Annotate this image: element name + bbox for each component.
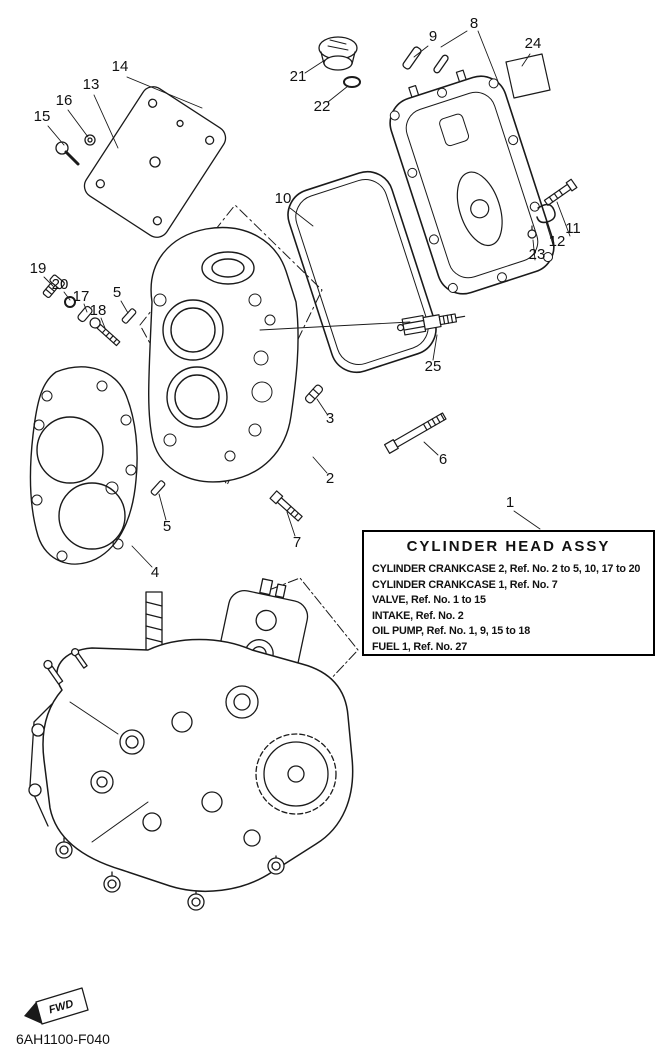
o-ring-20-drawing — [65, 297, 75, 307]
callout-6: 6 — [439, 451, 447, 468]
clamp-12-drawing — [537, 204, 555, 222]
callout-20: 20 — [52, 276, 69, 293]
info-box-title: CYLINDER HEAD ASSY — [406, 538, 611, 555]
washer-16-drawing — [85, 135, 95, 145]
info-box-line: CYLINDER CRANKCASE 2, Ref. No. 2 to 5, 1… — [372, 563, 641, 575]
bolt-6-drawing — [385, 412, 447, 454]
cylinder-head-drawing — [149, 228, 298, 482]
callout-19: 19 — [30, 260, 47, 277]
fwd-flag: FWD — [24, 988, 88, 1024]
callout-21: 21 — [290, 68, 307, 85]
callout-23: 23 — [529, 246, 546, 263]
info-box-line: VALVE, Ref. No. 1 to 15 — [372, 594, 486, 606]
callout-17: 17 — [73, 288, 90, 305]
info-box: CYLINDER HEAD ASSY CYLINDER CRANKCASE 2,… — [362, 530, 655, 656]
callout-1: 1 — [506, 494, 514, 511]
callout-25: 25 — [425, 358, 442, 375]
callout-14: 14 — [112, 58, 129, 75]
spark-plug-drawing — [396, 308, 466, 336]
info-box-line: INTAKE, Ref. No. 2 — [372, 609, 464, 622]
info-box-line: CYLINDER CRANKCASE 1, Ref. No. 7 — [372, 578, 558, 591]
callout-8: 8 — [470, 15, 478, 32]
callout-12: 12 — [549, 233, 566, 250]
leader-lines — [44, 31, 570, 567]
callout-5a: 5 — [113, 284, 121, 301]
part-number: 6AH1100-F040 — [16, 1031, 110, 1047]
bolt-7-drawing — [270, 491, 303, 523]
callout-9: 9 — [429, 28, 437, 45]
callout-18: 18 — [90, 302, 107, 319]
plate-24-drawing — [506, 54, 550, 98]
info-box-line: OIL PUMP, Ref. No. 1, 9, 15 to 18 — [372, 625, 531, 637]
pin-3-drawing — [304, 384, 323, 404]
bolt-11-drawing — [543, 179, 577, 207]
head-gasket-drawing — [30, 367, 137, 564]
stud-9-drawing — [402, 46, 449, 74]
callout-24: 24 — [525, 35, 542, 52]
dowel-pin-5b-drawing — [150, 480, 165, 496]
callout-5b: 5 — [163, 518, 171, 535]
sleeve-17-drawing — [77, 305, 93, 322]
callout-labels: 15 16 13 14 21 22 9 8 24 10 11 12 23 19 … — [30, 15, 581, 581]
crankcase-drawing — [29, 573, 353, 910]
callout-10: 10 — [275, 190, 292, 207]
breather-plate-drawing — [80, 82, 230, 242]
callout-15: 15 — [34, 108, 51, 125]
screw-15-drawing — [56, 142, 78, 164]
info-box-line: FUEL 1, Ref. No. 27 — [372, 640, 467, 653]
fwd-arrow-icon — [24, 1002, 42, 1024]
dowel-pin-5a-drawing — [121, 308, 136, 324]
callout-4: 4 — [151, 564, 159, 581]
bolt-18-drawing — [88, 316, 121, 348]
callout-3: 3 — [326, 410, 334, 427]
callout-7: 7 — [293, 534, 301, 551]
callout-13: 13 — [83, 76, 100, 93]
screw-23-drawing — [528, 226, 536, 238]
oil-cap-drawing — [319, 37, 357, 70]
o-ring-22-drawing — [344, 77, 360, 87]
callout-22: 22 — [314, 98, 331, 115]
callout-2: 2 — [326, 470, 334, 487]
valve-cover-drawing — [380, 60, 560, 301]
callout-11: 11 — [565, 220, 581, 237]
fitting-19-drawing — [40, 274, 65, 300]
callout-16: 16 — [56, 92, 73, 109]
cover-gasket-drawing — [281, 165, 442, 379]
